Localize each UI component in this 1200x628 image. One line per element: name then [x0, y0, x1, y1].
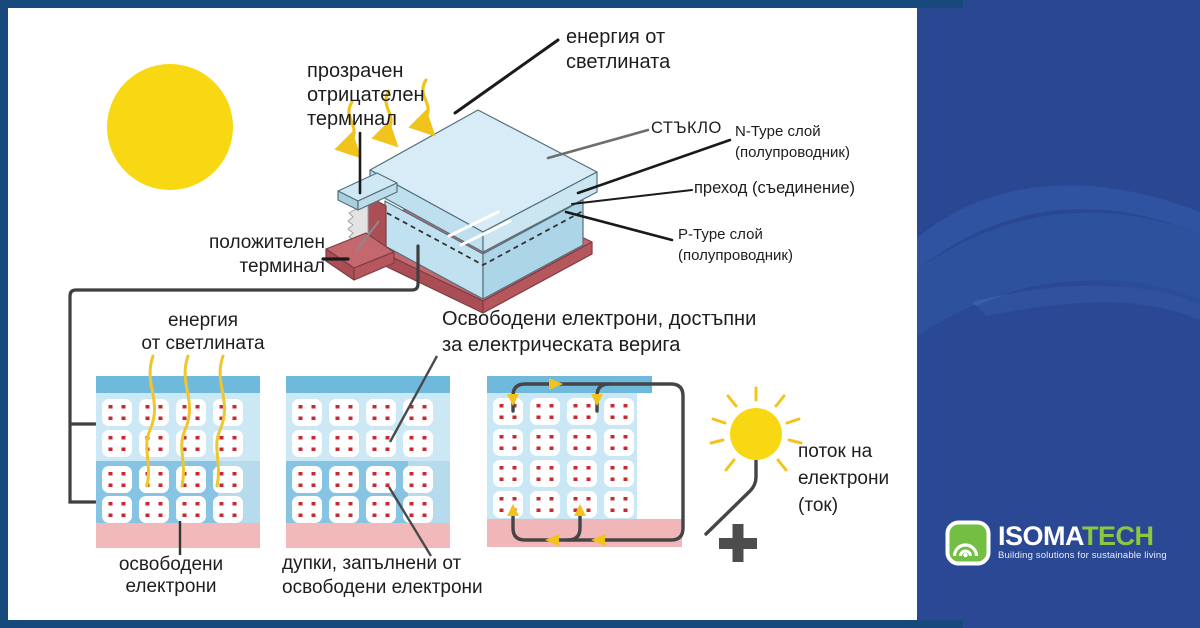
brand-panel: ISOMATECH Building solutions for sustain… — [917, 0, 1200, 628]
electron-flow-arrows — [507, 378, 605, 546]
junction-dashed-line — [386, 210, 584, 266]
plus-sign — [719, 524, 757, 562]
frame-border-top — [0, 0, 963, 8]
label-glass: СТЪКЛО — [651, 119, 722, 137]
label-freed-electrons-available: Освободени електрони, достъпни за електр… — [442, 308, 757, 356]
brand-name-secondary: TECH — [1082, 521, 1154, 551]
brand-logo: ISOMATECH Building solutions for sustain… — [945, 520, 1167, 566]
grid-3-current-circuit — [487, 376, 758, 547]
light-arrows — [334, 78, 436, 159]
label-positive-terminal: положителен терминал — [209, 232, 325, 277]
brand-name: ISOMATECH — [998, 521, 1167, 551]
label-holes-filled: дупки, запълнени от освободени електрони — [282, 553, 483, 598]
frame-border-left — [0, 0, 8, 628]
brand-tagline: Building solutions for sustainable livin… — [998, 550, 1167, 561]
brand-logo-icon — [945, 520, 991, 566]
grid-2-holes-filled — [286, 355, 450, 557]
sun-wire — [704, 459, 758, 536]
label-transparent-negative-terminal: прозрачен отрицателен терминал — [307, 60, 425, 130]
circuit-wire — [511, 382, 758, 542]
label-n-type-layer: N-Type слой (полупроводник) — [735, 123, 850, 161]
light-waves — [145, 354, 226, 488]
grid-1-photon-absorption — [96, 354, 260, 555]
label-grid-light-energy: енергия от светлината — [141, 310, 265, 354]
label-light-energy: енергия от светлината — [566, 26, 671, 73]
label-freed-electrons: освободени електрони — [118, 554, 224, 597]
label-p-type-layer: P-Type слой (полупроводник) — [678, 226, 793, 264]
terminal-wire — [68, 244, 420, 504]
brand-name-primary: ISOMA — [998, 521, 1083, 551]
frame-border-bottom — [0, 620, 963, 628]
solar-cell-3d — [325, 109, 652, 314]
sun-icon — [107, 64, 233, 190]
brand-logo-text: ISOMATECH Building solutions for sustain… — [998, 520, 1167, 562]
small-sun-icon — [709, 386, 803, 472]
label-junction: преход (съединение) — [694, 179, 856, 197]
label-electron-flow: поток на електрони (ток) — [798, 441, 890, 516]
pointer-lines — [321, 38, 732, 261]
